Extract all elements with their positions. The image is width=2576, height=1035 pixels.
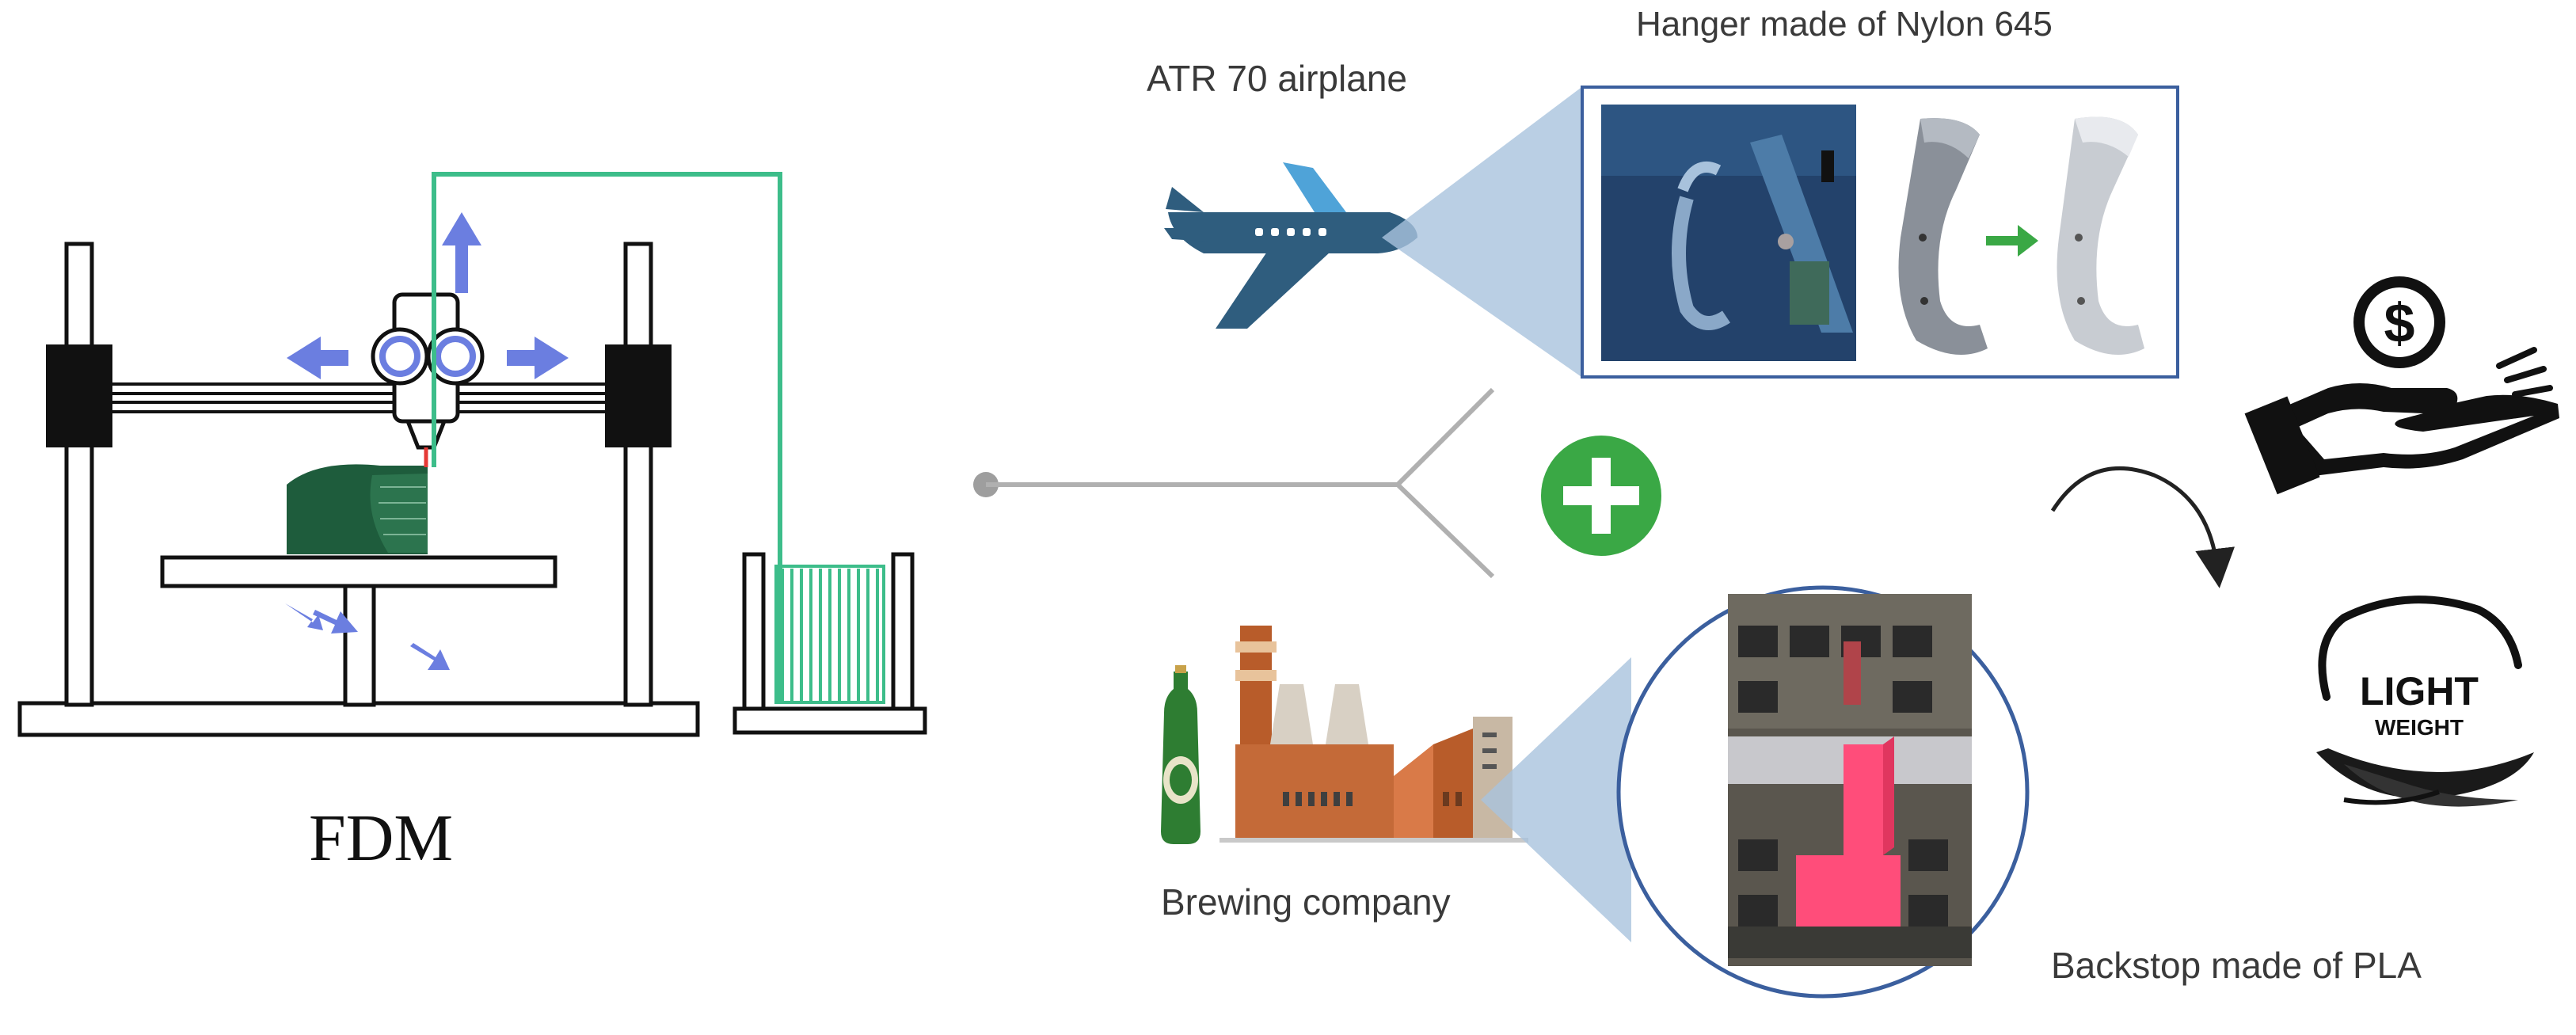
airplane-icon — [1164, 162, 1417, 329]
lightweight-line2: WEIGHT — [2375, 715, 2464, 740]
fdm-label: FDM — [309, 801, 454, 875]
hanger-callout — [1382, 86, 1584, 379]
beer-bottle-icon — [1161, 665, 1200, 844]
backstop-image — [1616, 585, 2030, 999]
svg-text:$: $ — [2384, 292, 2415, 354]
backstop-label: Backstop made of PLA — [2051, 945, 2422, 986]
curved-arrow — [2050, 466, 2235, 588]
fdm-printer-icon — [17, 172, 927, 737]
factory-icon — [1220, 626, 1528, 843]
connector-lines — [973, 387, 1495, 579]
hanger-label: Hanger made of Nylon 645 — [1636, 5, 2053, 44]
lightweight-feather-icon: LIGHT WEIGHT — [2316, 596, 2534, 807]
airplane-label: ATR 70 airplane — [1147, 58, 1407, 99]
plus-icon — [1541, 436, 1661, 556]
hanger-image — [1581, 86, 2179, 379]
backstop-callout — [1481, 657, 1631, 942]
brewing-label: Brewing company — [1161, 881, 1451, 923]
dollar-hand-icon: $ — [2244, 276, 2559, 495]
lightweight-line1: LIGHT — [2360, 669, 2479, 713]
